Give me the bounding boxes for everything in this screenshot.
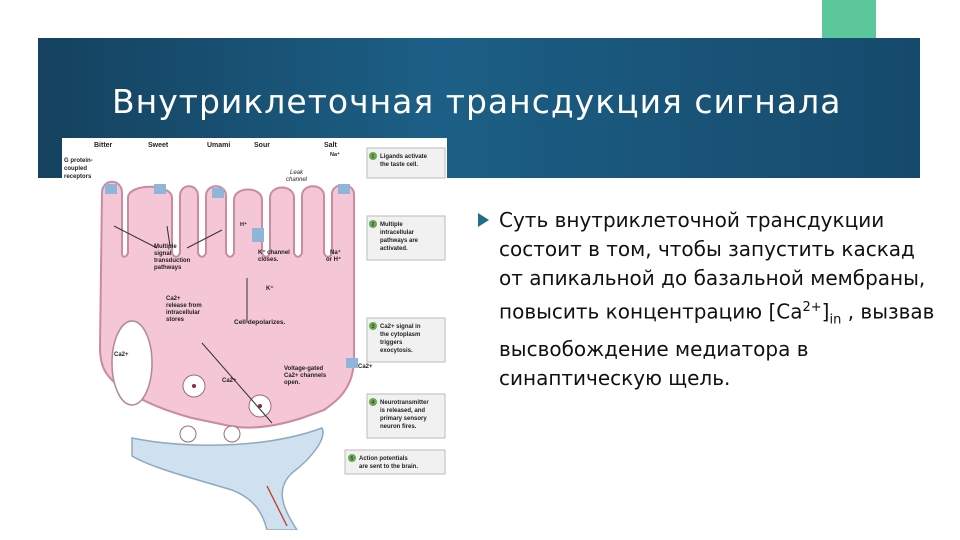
step-number: 4 [372,400,375,406]
na-plus-label: Na⁺ [330,151,340,158]
pathway-label: signal [154,251,172,257]
step-text: the cytoplasm [380,332,420,338]
step-number: 1 [372,154,375,160]
step-text: primary sensory [380,416,427,422]
body-text-part: , вызвав высвобождение медиатора в синап… [499,299,935,390]
step-text: pathways are [380,238,419,244]
step-number: 5 [351,456,354,462]
taste-transduction-diagram: Bitter Sweet Umami Sour Salt G protein- … [62,138,447,530]
step-box-4: 4 Neurotransmitter is released, and prim… [366,393,446,439]
ca-label: Ca2+ [114,352,129,358]
leak-label: Leak [290,170,304,176]
channel [338,184,350,194]
h-plus-label: H⁺ [240,221,247,228]
k-channel-label: closes. [258,257,279,263]
step-number: 2 [372,222,375,228]
receptor [154,184,166,194]
receptor-label: coupled [64,166,87,172]
slide-title: Внутриклеточная трансдукция сигнала [112,82,842,121]
k-channel-label: K⁺ channel [258,249,290,256]
channel [252,228,264,242]
na-h-label: Na⁺ [330,249,341,256]
step-text: intracellular [380,230,415,236]
release-site [179,425,197,443]
vgcc-label: open. [284,380,300,386]
intracellular-store [111,320,153,406]
step-text: triggers [380,340,403,346]
pathway-label: Multiple [154,244,177,250]
taste-cell-body [98,180,355,429]
step-box-1: 1 Ligands activate the taste cell. [366,147,446,179]
ca-label: Ca2+ [358,364,373,370]
superscript: 2+ [802,300,822,315]
taste-label: Salt [324,142,338,149]
step-box-2: 2 Multiple intracellular pathways are ac… [366,215,446,261]
ca-release-label: release from [166,303,202,309]
signal-arrow [113,225,158,249]
pathway-label: transduction [154,258,191,264]
slide-body-text: Суть внутриклеточной трансдукции состоит… [499,206,939,393]
vesicle [258,404,262,408]
ca-release-label: intracellular [166,310,201,316]
step-text: Ca2+ signal in [380,324,421,330]
receptor-label: receptors [64,174,92,180]
step-text: the taste cell. [380,162,418,168]
ca-release-label: stores [166,317,185,323]
step-text: activated. [380,246,408,252]
step-box-3: 3 Ca2+ signal in the cytoplasm triggers … [366,317,446,363]
na-h-label: or H⁺ [326,256,341,263]
subscript: in [829,312,842,328]
vgcc-label: Voltage-gated [284,366,324,372]
step-text: Action potentials [359,456,408,462]
body-text-part: Суть внутриклеточной трансдукции состоит… [499,208,926,324]
action-potential-arrow [266,485,288,527]
sensory-neuron [131,427,324,530]
step-text: Ligands activate [380,154,428,160]
step-text: neuron fires. [380,424,417,430]
pathway-label: pathways [154,265,182,271]
step-text: Multiple [380,222,403,228]
receptor [105,184,117,194]
ca-release-label: Ca2+ [166,296,181,302]
vgcc-label: Ca2+ channels [284,373,327,379]
receptor [212,188,224,198]
step-text: exocytosis. [380,348,413,354]
receptor-label: G protein- [64,158,93,164]
step-text: is released, and [380,408,425,414]
step-number: 3 [372,324,375,330]
signal-arrow [166,225,171,247]
taste-label: Sour [254,142,270,149]
leak-label: channel [286,177,308,183]
k-plus-label: K⁺ [266,285,274,292]
channel [346,358,358,368]
step-box-5: 5 Action potentials are sent to the brai… [344,449,446,475]
release-site [223,425,241,443]
taste-label: Sweet [148,142,169,149]
depolarize-label: Cell depolarizes. [234,319,285,326]
signal-arrow [186,229,223,249]
taste-label: Umami [207,142,230,149]
ca-label: Ca2+ [222,378,237,384]
step-text: Neurotransmitter [380,400,429,406]
body-text-part: ] [821,299,830,324]
bullet-arrow-icon [478,213,489,227]
step-text: are sent to the brain. [359,464,418,470]
vesicle [192,384,196,388]
signal-arrow [201,342,273,424]
taste-label: Bitter [94,142,113,149]
